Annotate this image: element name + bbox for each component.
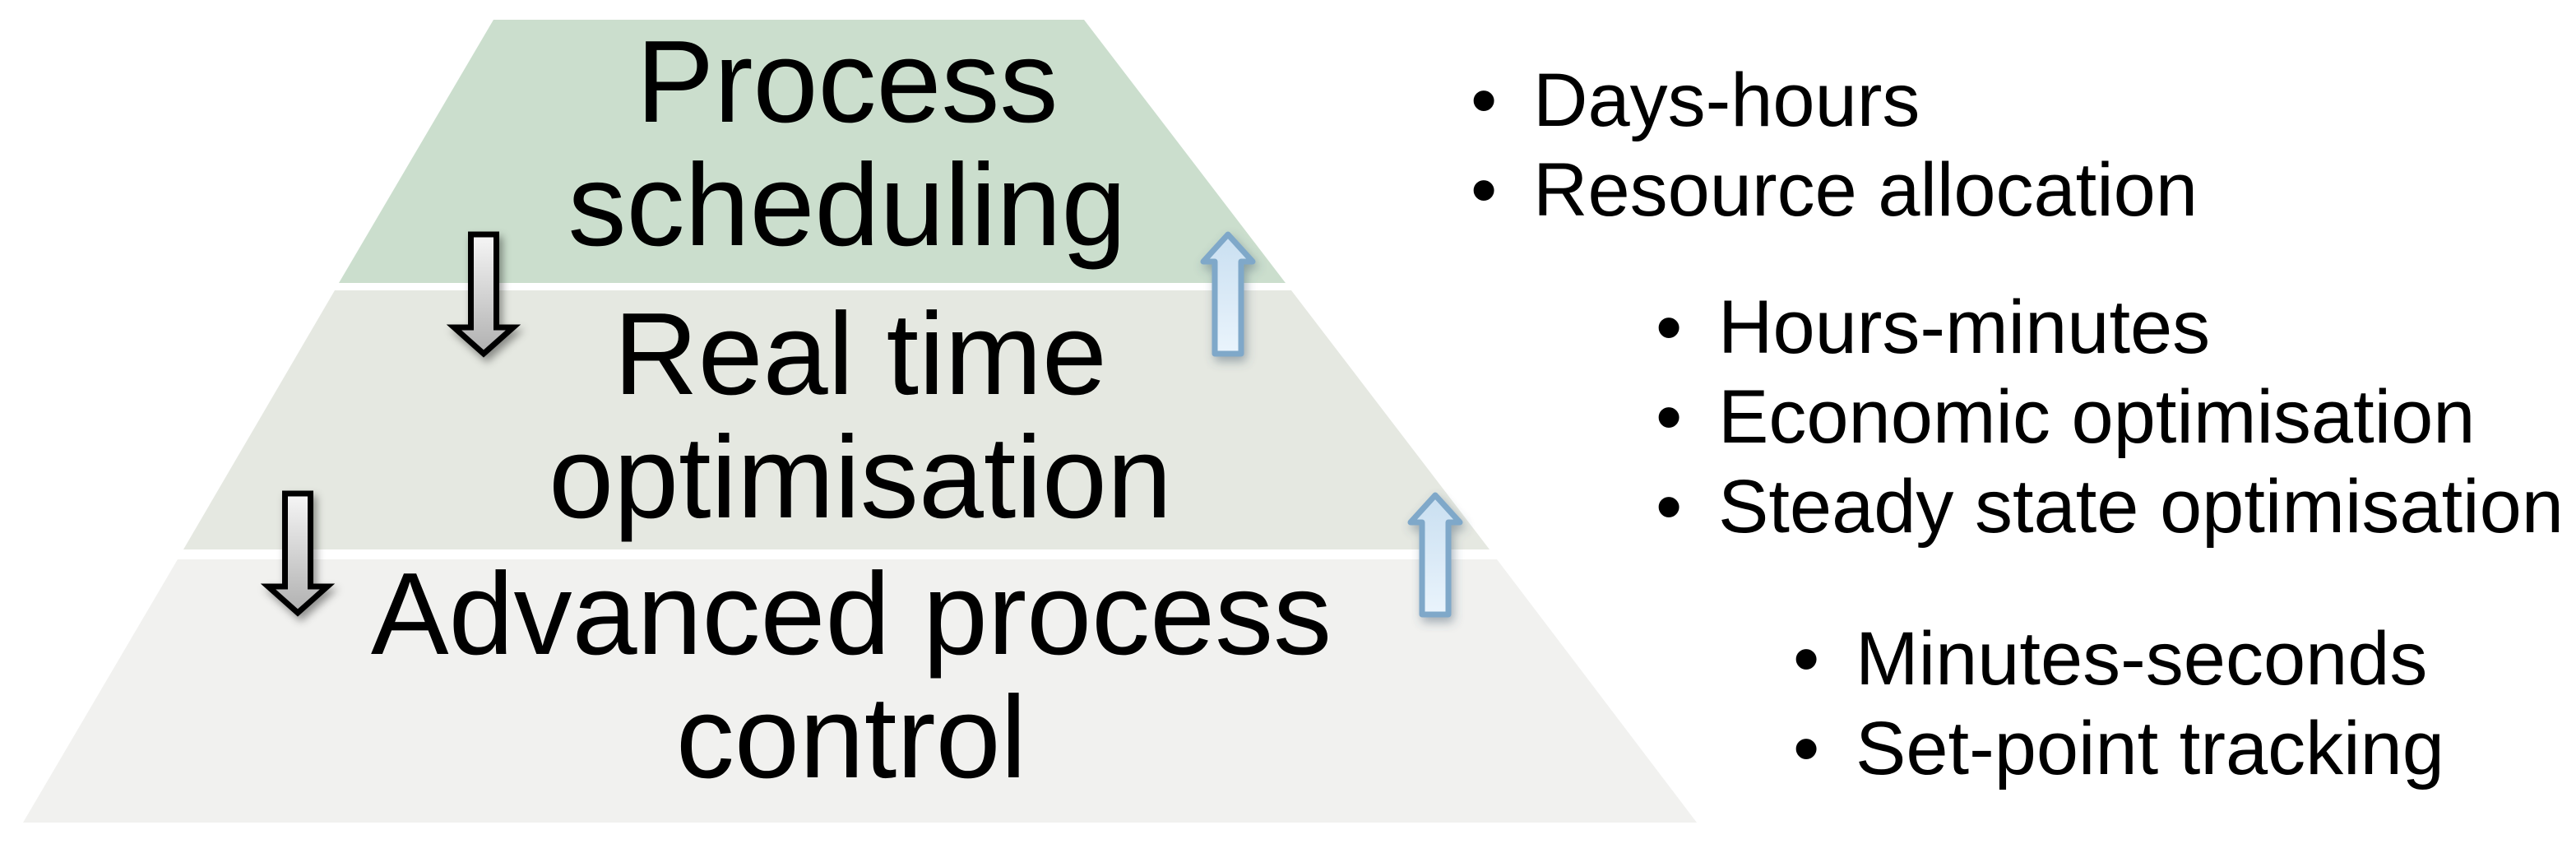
pyramid-layer-middle (183, 290, 1490, 549)
bullet-icon: • (1656, 465, 1683, 549)
down-arrow-icon (260, 490, 336, 617)
list-item: • Hours-minutes (1656, 283, 2564, 373)
down-arrow-icon (446, 231, 521, 358)
list-item-label: Resource allocation (1533, 148, 2198, 232)
bullet-icon: • (1793, 707, 1820, 790)
list-item-label: Minutes-seconds (1856, 617, 2428, 701)
list-item: • Steady state optimisation (1656, 462, 2564, 552)
bullet-list-middle-layer: • Hours-minutes • Economic optimisation … (1656, 283, 2564, 552)
list-item-label: Set-point tracking (1856, 707, 2444, 790)
list-item: • Set-point tracking (1793, 704, 2444, 794)
layer-label-process-scheduling: Process scheduling (568, 16, 1127, 271)
list-item: • Minutes-seconds (1793, 614, 2444, 704)
list-item-label: Hours-minutes (1718, 285, 2211, 369)
list-item: • Days-hours (1471, 56, 2198, 146)
list-item-label: Steady state optimisation (1718, 465, 2564, 549)
bullet-list-bottom-layer: • Minutes-seconds • Set-point tracking (1793, 614, 2444, 794)
bullet-icon: • (1656, 375, 1683, 459)
up-arrow-icon (1200, 231, 1256, 357)
layer-label-advanced-process-control: Advanced process control (370, 549, 1332, 803)
list-item: • Economic optimisation (1656, 373, 2564, 462)
list-item-label: Economic optimisation (1718, 375, 2476, 459)
pyramid-layer-bottom (23, 559, 1697, 823)
bullet-icon: • (1793, 617, 1820, 701)
bullet-icon: • (1471, 148, 1498, 232)
bullet-icon: • (1656, 285, 1683, 369)
bullet-icon: • (1471, 58, 1498, 142)
pyramid-layer-top (339, 20, 1286, 283)
up-arrow-icon (1407, 492, 1463, 618)
bullet-list-top-layer: • Days-hours • Resource allocation (1471, 56, 2198, 235)
list-item-label: Days-hours (1533, 58, 1920, 142)
layer-label-real-time-optimisation: Real time optimisation (549, 289, 1172, 543)
list-item: • Resource allocation (1471, 146, 2198, 235)
